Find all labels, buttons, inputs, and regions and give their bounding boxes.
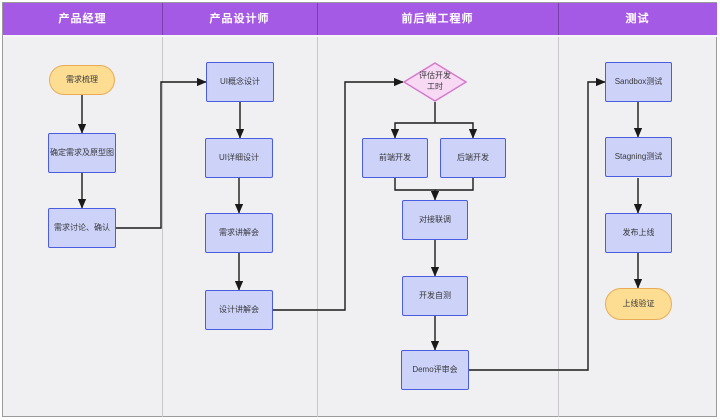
lane-header-lane-engineer[interactable]: 前后端工程师 — [401, 13, 474, 25]
flow-node-process-n13[interactable]: Demo评审会 — [401, 350, 469, 390]
flow-connector-e3 — [116, 77, 207, 229]
flow-connector-e8a — [390, 122, 435, 139]
flow-node-start-n1[interactable]: 需求梳理 — [49, 65, 115, 95]
lane-divider — [162, 3, 163, 35]
flow-node-process-n11[interactable]: 对接联调 — [402, 200, 468, 240]
lane-header-lane-qa[interactable]: 测试 — [625, 13, 650, 25]
flow-node-process-n3[interactable]: 需求讨论、确认 — [48, 208, 116, 248]
flow-node-process-n2[interactable]: 确定需求及原型图 — [48, 133, 116, 173]
lane-header-lane-pm[interactable]: 产品经理 — [58, 13, 107, 25]
lane-divider — [162, 37, 163, 417]
flow-node-terminal-n17[interactable]: 上线验证 — [605, 288, 672, 320]
flow-node-process-n10[interactable]: 后端开发 — [440, 138, 506, 178]
lane-divider — [317, 37, 318, 417]
flow-connector-e8b — [435, 122, 478, 139]
flow-node-process-n5[interactable]: UI详细设计 — [205, 138, 273, 178]
flow-node-process-n9[interactable]: 前端开发 — [362, 138, 428, 178]
flow-node-process-n15[interactable]: Stagning测试 — [605, 137, 672, 177]
flow-node-process-n14[interactable]: Sandbox测试 — [605, 62, 672, 102]
decision-diamond-shape — [403, 62, 467, 102]
swimlane-header-band — [3, 3, 717, 37]
lane-divider — [317, 3, 318, 35]
flow-node-process-n6[interactable]: 需求讲解会 — [205, 213, 273, 253]
flow-node-process-n12[interactable]: 开发自测 — [402, 276, 468, 316]
flow-connector-e7 — [273, 77, 404, 311]
lane-divider — [558, 37, 559, 417]
flow-node-process-n7[interactable]: 设计讲解会 — [205, 290, 273, 330]
flow-node-process-n16[interactable]: 发布上线 — [605, 213, 672, 253]
flow-node-decision-n8[interactable]: 评估开发 工时 — [403, 62, 467, 102]
flow-connector-e9b — [435, 178, 474, 191]
flow-connector-e12 — [469, 77, 606, 371]
flow-connector-e9a — [394, 178, 440, 201]
node-label: 评估开发 工时 — [419, 71, 451, 91]
flow-node-process-n4[interactable]: UI概念设计 — [206, 62, 274, 102]
lane-header-lane-designer[interactable]: 产品设计师 — [209, 13, 270, 25]
lane-divider — [558, 3, 559, 35]
